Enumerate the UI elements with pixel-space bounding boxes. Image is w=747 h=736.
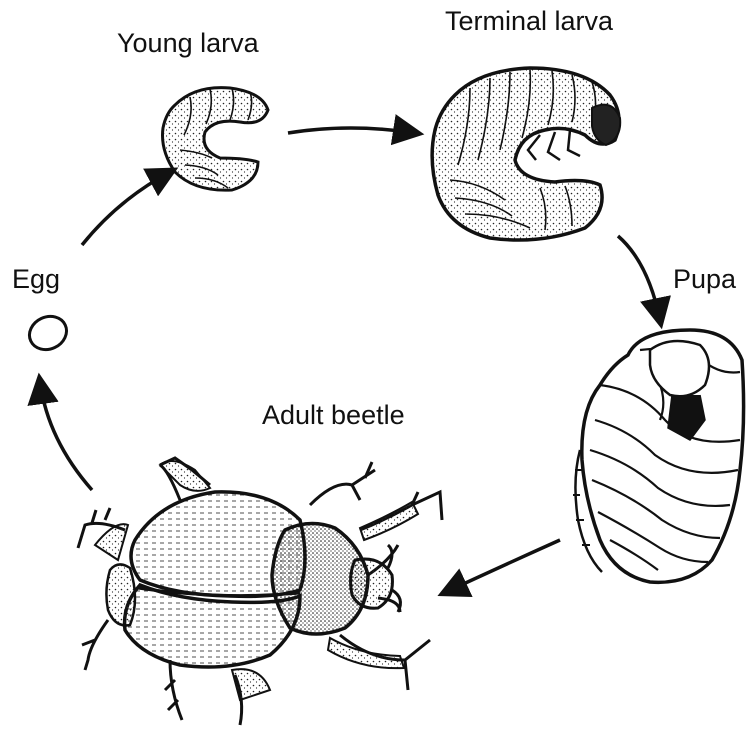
arrow-young-to-terminal (288, 128, 415, 133)
egg-icon (24, 310, 72, 355)
terminal-larva-icon (432, 68, 620, 240)
young-larva-icon (163, 88, 269, 191)
arrow-adult-to-egg (40, 382, 92, 490)
adult-beetle-icon (78, 458, 442, 725)
pupa-label: Pupa (673, 266, 736, 293)
terminal-larva-label: Terminal larva (445, 8, 613, 35)
adult-beetle-label: Adult beetle (262, 402, 405, 429)
young-larva-label: Young larva (117, 30, 259, 57)
egg-label: Egg (12, 266, 60, 293)
arrow-pupa-to-adult (446, 540, 560, 592)
arrow-terminal-to-pupa (618, 236, 660, 320)
pupa-icon (573, 330, 744, 582)
arrow-egg-to-young (82, 172, 170, 245)
